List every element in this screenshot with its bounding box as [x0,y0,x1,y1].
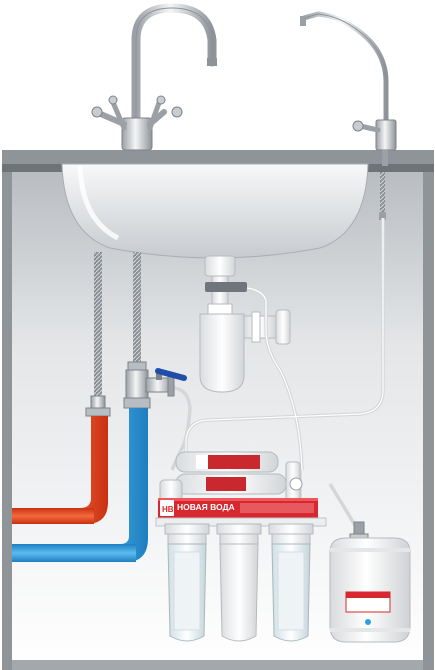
filter-housing-3 [268,523,314,642]
filter-housing-1 [164,523,210,642]
cold-water-pipe [12,361,151,562]
ball-valve-icon [145,368,187,397]
brand-badge: НВ [162,505,174,514]
brand-name: НОВАЯ ВОДА [177,502,235,512]
drinking-water-faucet-icon [300,11,397,166]
hot-water-pipe [12,395,111,524]
sink-bowl [61,163,369,259]
mixer-faucet-icon [91,3,217,151]
flex-hoses [94,172,386,398]
filter-housing-2 [216,523,262,642]
storage-tank-icon [329,521,411,643]
siphon-trap-icon [199,255,291,393]
membrane-label-top [196,455,260,469]
